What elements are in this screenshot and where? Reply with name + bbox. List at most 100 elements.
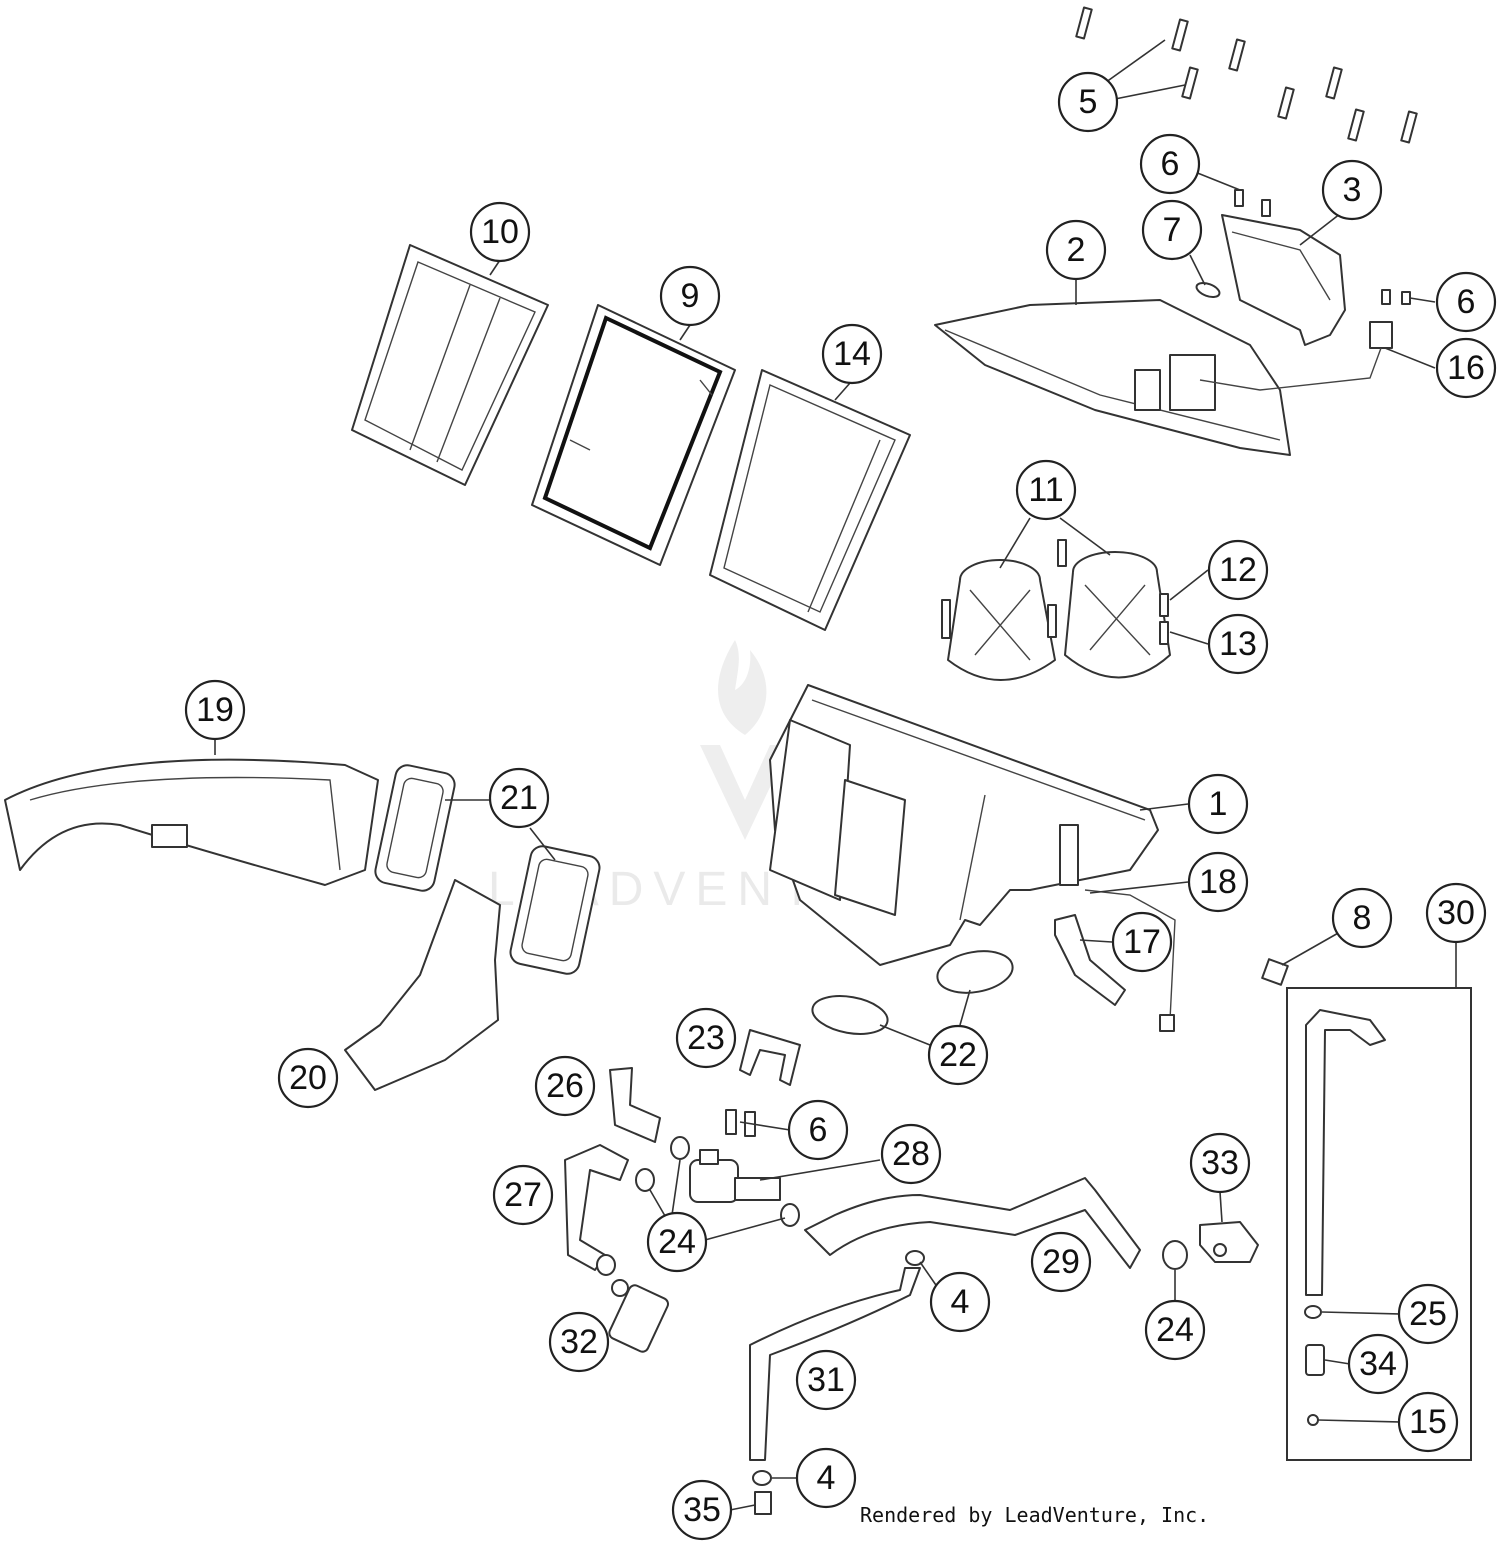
callout-6: 6 — [1435, 271, 1497, 333]
callout-6: 6 — [1139, 133, 1201, 195]
callout-label: 6 — [809, 1111, 828, 1149]
callout-label: 24 — [1156, 1311, 1194, 1349]
callout-25: 25 — [1397, 1283, 1459, 1345]
callout-24: 24 — [1144, 1299, 1206, 1361]
callout-label: 4 — [817, 1459, 836, 1497]
callout-label: 18 — [1199, 863, 1237, 901]
callout-label: 31 — [807, 1361, 845, 1399]
callout-29: 29 — [1030, 1231, 1092, 1293]
callouts: 1 2 3 4 4 5 6 6 6 7 8 9 10 11 12 13 14 1… — [184, 71, 1497, 1541]
callout-34: 34 — [1347, 1333, 1409, 1395]
bracket-part-23 — [739, 1029, 801, 1086]
callout-label: 22 — [939, 1036, 977, 1074]
clamp-part-4-lower — [752, 1470, 772, 1486]
elbow-hose-part-26 — [609, 1067, 661, 1143]
hose-part-17 — [1054, 914, 1126, 1006]
callout-35: 35 — [671, 1479, 733, 1541]
o-rings-part-22 — [811, 950, 1014, 1035]
screws-part-6 — [1234, 189, 1411, 305]
callout-label: 10 — [481, 213, 519, 251]
callout-16: 16 — [1435, 337, 1497, 399]
airbox-body-part-1 — [769, 684, 1159, 966]
callout-label: 2 — [1067, 231, 1086, 269]
callout-3: 3 — [1321, 159, 1383, 221]
callout-14: 14 — [821, 323, 883, 385]
credit-text: Rendered by LeadVenture, Inc. — [860, 1503, 1209, 1527]
callout-10: 10 — [469, 201, 531, 263]
clamp-part-4 — [905, 1250, 925, 1266]
duct-part-20 — [344, 879, 501, 1091]
intake-trumpets-part-11 — [947, 551, 1171, 681]
callout-22: 22 — [927, 1024, 989, 1086]
callout-23: 23 — [675, 1007, 737, 1069]
callout-30: 30 — [1425, 882, 1487, 944]
callout-4: 4 — [795, 1447, 857, 1509]
callout-label: 34 — [1359, 1345, 1397, 1383]
callout-label: 1 — [1209, 785, 1228, 823]
callout-21: 21 — [488, 767, 550, 829]
callout-label: 35 — [683, 1491, 721, 1529]
callout-label: 33 — [1201, 1144, 1239, 1182]
filter-cage-part-14 — [709, 369, 911, 631]
callout-28: 28 — [880, 1123, 942, 1185]
callout-9: 9 — [659, 265, 721, 327]
callout-label: 9 — [681, 277, 700, 315]
intake-duct-part-19 — [4, 758, 379, 886]
callout-19: 19 — [184, 679, 246, 741]
callout-17: 17 — [1111, 911, 1173, 973]
screws-part-5 — [1075, 6, 1418, 144]
callout-11: 11 — [1015, 459, 1077, 521]
callout-26: 26 — [534, 1055, 596, 1117]
sensor-part-18 — [1084, 889, 1176, 1032]
clamps-part-24 — [596, 1136, 1188, 1276]
callout-4: 4 — [929, 1271, 991, 1333]
callout-label: 3 — [1343, 171, 1362, 209]
hose-part-27 — [564, 1144, 629, 1271]
callout-label: 28 — [892, 1135, 930, 1173]
sensor-part-8 — [1261, 958, 1289, 986]
callout-label: 7 — [1163, 211, 1182, 249]
airbox-lid-part-2 — [934, 299, 1291, 456]
callout-label: 20 — [289, 1059, 327, 1097]
callout-label: 13 — [1219, 625, 1257, 663]
callout-7: 7 — [1141, 199, 1203, 261]
callout-label: 30 — [1437, 894, 1475, 932]
callout-label: 11 — [1028, 471, 1063, 509]
filter-frame-part-9 — [531, 304, 736, 566]
sensor-part-16 — [1199, 321, 1393, 391]
callout-label: 21 — [500, 779, 538, 817]
callout-label: 24 — [658, 1223, 696, 1261]
callout-31: 31 — [795, 1349, 857, 1411]
callout-label: 4 — [951, 1283, 970, 1321]
callout-5: 5 — [1057, 71, 1119, 133]
callout-label: 12 — [1219, 551, 1257, 589]
valve-part-28 — [689, 1149, 781, 1203]
callout-32: 32 — [548, 1311, 610, 1373]
callout-13: 13 — [1207, 613, 1269, 675]
callout-20: 20 — [277, 1047, 339, 1109]
callout-27: 27 — [492, 1164, 554, 1226]
callout-label: 8 — [1353, 899, 1372, 937]
callout-label: 25 — [1409, 1295, 1447, 1333]
callout-label: 16 — [1447, 349, 1485, 387]
callout-label: 5 — [1079, 83, 1098, 121]
callout-label: 14 — [833, 335, 871, 373]
callout-2: 2 — [1045, 219, 1107, 281]
bolts-part-12-13 — [941, 539, 1169, 645]
callout-label: 23 — [687, 1019, 725, 1057]
hose-part-31 — [749, 1267, 921, 1461]
seals-part-21 — [374, 764, 601, 975]
callout-15: 15 — [1397, 1391, 1459, 1453]
callout-label: 17 — [1123, 923, 1161, 961]
callout-8: 8 — [1331, 887, 1393, 949]
hose-part-29 — [804, 1177, 1141, 1269]
callout-label: 15 — [1409, 1403, 1447, 1441]
seal-part-7 — [1195, 282, 1221, 298]
callout-12: 12 — [1207, 539, 1269, 601]
valve-part-33 — [1199, 1221, 1259, 1263]
kit-box-part-30 — [1286, 987, 1472, 1461]
callout-24: 24 — [646, 1211, 708, 1273]
callout-label: 29 — [1042, 1243, 1080, 1281]
callout-18: 18 — [1187, 851, 1249, 913]
